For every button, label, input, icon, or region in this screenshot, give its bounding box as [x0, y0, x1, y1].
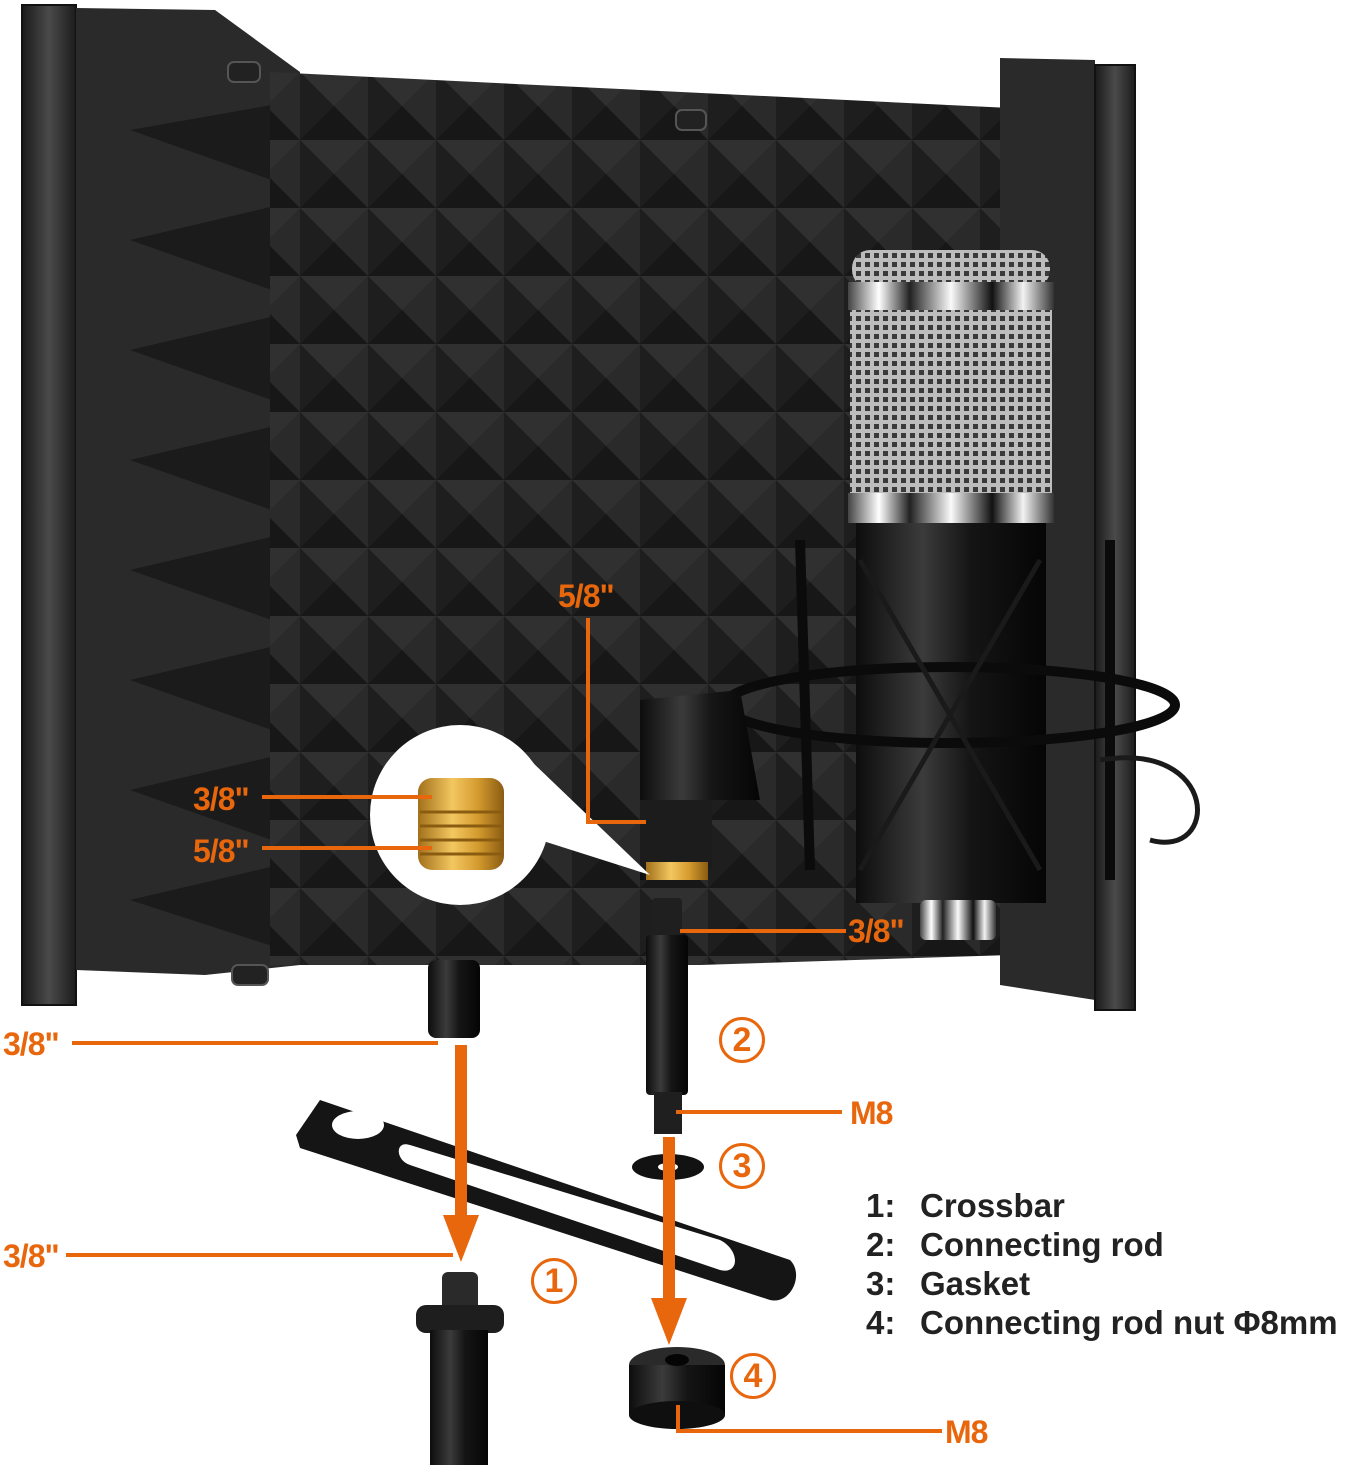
marker-connecting-rod: 2: [719, 1017, 765, 1063]
marker-crossbar: 1: [531, 1258, 577, 1304]
parts-legend: 1: Crossbar 2: Connecting rod 3: Gasket 4: C…: [866, 1186, 1338, 1342]
callout-rod-bottom-thread: M8: [850, 1095, 893, 1131]
marker-gasket: 3: [719, 1143, 765, 1189]
legend-index: 2:: [866, 1226, 896, 1263]
callout-nut-thread: M8: [945, 1414, 988, 1450]
callout-stand-thread: 3/8": [3, 1238, 60, 1274]
mic-grille: [850, 310, 1052, 495]
legend-index: 1:: [866, 1187, 896, 1224]
callout-rod-top-thread: 3/8": [848, 913, 905, 949]
assembly-arrows: [443, 1045, 687, 1345]
connecting-rod: [646, 935, 688, 1095]
legend-index: 4:: [866, 1304, 896, 1341]
mic-grille-top: [852, 250, 1050, 288]
stand-pole: [430, 1330, 488, 1465]
leader-lines: [66, 618, 942, 1433]
legend-item-gasket: 3: Gasket: [866, 1264, 1338, 1303]
legend-label: Crossbar: [920, 1187, 1065, 1224]
left-frame: [21, 4, 77, 1006]
legend-item-nut: 4: Connecting rod nut Φ8mm: [866, 1303, 1338, 1342]
callout-adapter-bottom: 5/8": [193, 833, 250, 869]
callout-shock-mount-thread: 5/8": [558, 578, 615, 614]
callout-adapter-top: 3/8": [193, 781, 250, 817]
callout-shield-mount: 3/8": [3, 1026, 60, 1062]
legend-label: Connecting rod: [920, 1226, 1164, 1263]
legend-index: 3:: [866, 1265, 896, 1302]
legend-label: Connecting rod nut Φ8mm: [920, 1304, 1338, 1341]
brass-adapter: [418, 778, 504, 870]
legend-item-connecting-rod: 2: Connecting rod: [866, 1225, 1338, 1264]
legend-item-crossbar: 1: Crossbar: [866, 1186, 1338, 1225]
marker-nut: 4: [730, 1353, 776, 1399]
legend-label: Gasket: [920, 1265, 1031, 1302]
